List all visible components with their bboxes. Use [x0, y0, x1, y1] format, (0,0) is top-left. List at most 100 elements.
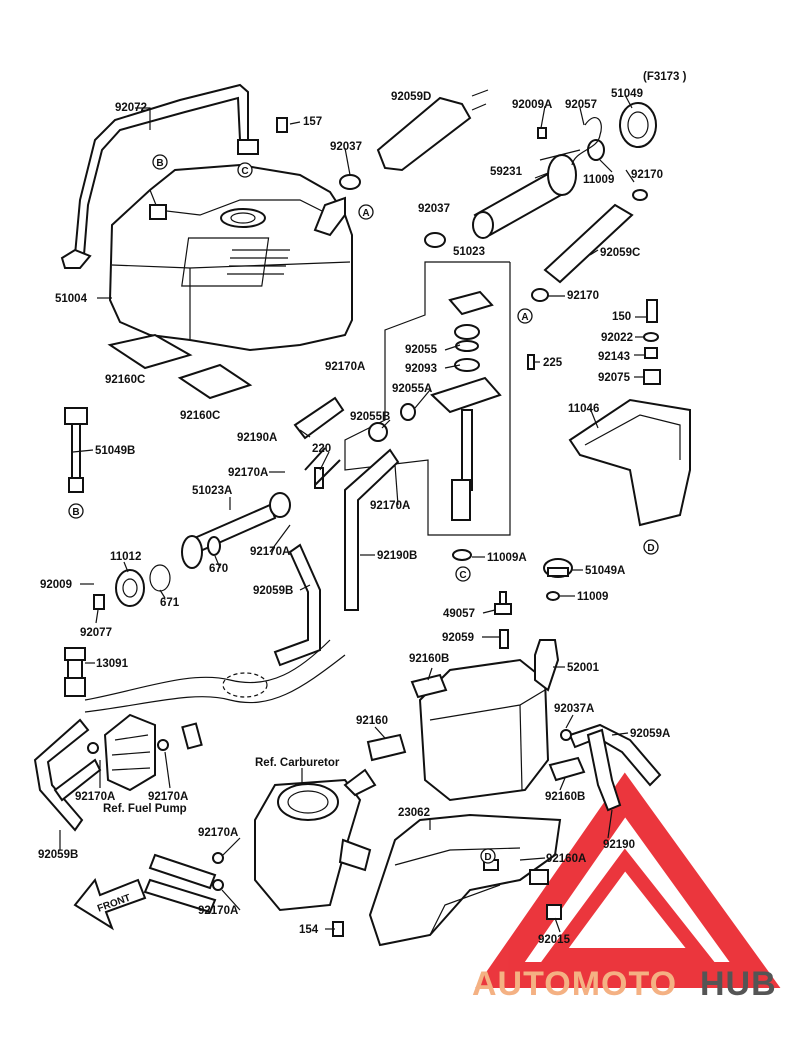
leader-lines	[59, 94, 647, 933]
clamp-92170	[632, 189, 648, 201]
label-92059: 92059	[442, 632, 474, 644]
label-92170a-carb-a: 92170A	[198, 827, 238, 839]
label-92015: 92015	[538, 934, 571, 946]
label-92143: 92143	[598, 351, 630, 363]
svg-text:B: B	[72, 507, 79, 518]
hose-92190a-a	[304, 447, 341, 486]
clamp-92170a-pump-left	[87, 742, 99, 754]
callout-b-top: B	[152, 154, 168, 170]
label-11009a: 11009A	[487, 552, 527, 564]
label-92009a: 92009A	[512, 99, 552, 111]
label-670: 670	[209, 563, 228, 575]
pad-92160b	[410, 673, 448, 699]
label-92055b: 92055B	[350, 411, 390, 423]
carburetor-ref	[254, 768, 377, 912]
fuel-line-dashed-b	[84, 654, 346, 713]
label-92170a-pump-left: 92170A	[75, 791, 115, 803]
label-51049: 51049	[611, 88, 643, 100]
hose-92059b	[273, 543, 321, 667]
cap-51049	[619, 102, 657, 148]
cap-strap-92057	[571, 117, 602, 166]
label-150: 150	[612, 311, 631, 323]
svg-text:C: C	[459, 570, 466, 581]
pad-92160c-left	[107, 333, 193, 370]
clamp-92037-b	[424, 232, 446, 248]
label-51023: 51023	[453, 246, 485, 258]
clamp-92170a-carb-b	[212, 879, 224, 891]
label-92093: 92093	[405, 363, 437, 375]
label-11012: 11012	[110, 551, 141, 563]
valve-49057	[494, 591, 512, 615]
knob-11012	[115, 569, 145, 607]
label-92170a-top: 92170A	[325, 361, 365, 373]
pad-92160c-right	[177, 363, 253, 400]
cap-51049a	[543, 558, 573, 578]
strap-hook	[60, 248, 92, 269]
hose-carb-b	[143, 878, 217, 914]
clamp-92037	[339, 174, 361, 190]
label-92077: 92077	[80, 627, 112, 639]
label-49057: 49057	[443, 608, 475, 620]
label-92037-b: 92037	[418, 203, 450, 215]
label-92160c-right: 92160C	[180, 410, 220, 422]
label-92160: 92160	[356, 715, 388, 727]
label-13091: 13091	[96, 658, 129, 670]
screw-225	[527, 354, 535, 370]
label-92160b-right: 92160B	[545, 791, 585, 803]
label-51049a: 51049A	[585, 565, 625, 577]
label-11009: 11009	[583, 174, 614, 186]
label-51023a: 51023A	[192, 485, 232, 497]
fuel-pump-ref	[103, 713, 156, 792]
tube-92059	[499, 629, 509, 649]
label-ref-carburetor: Ref. Carburetor	[255, 757, 340, 769]
oring-670	[207, 536, 221, 556]
label-157: 157	[303, 116, 322, 128]
label-92037: 92037	[330, 141, 362, 153]
label-11046: 11046	[568, 403, 599, 415]
svg-text:A: A	[362, 208, 369, 219]
label-ref-fuel-pump: Ref. Fuel Pump	[103, 803, 187, 815]
label-92022: 92022	[601, 332, 633, 344]
label-92055a: 92055A	[392, 383, 432, 395]
clamp-92170a-carb-a	[212, 852, 224, 864]
svg-text:D: D	[484, 852, 491, 863]
svg-text:D: D	[647, 543, 654, 554]
label-51004: 51004	[55, 293, 88, 305]
label-52001: 52001	[567, 662, 600, 674]
bracket-23062	[368, 813, 562, 947]
hose-92059c	[543, 203, 634, 284]
label-92059b: 92059B	[253, 585, 293, 597]
watermark-hub: HUB	[700, 965, 777, 1003]
hose-92190b	[344, 448, 400, 611]
label-92059a: 92059A	[630, 728, 670, 740]
diagram-code: (F3173 )	[643, 71, 687, 83]
label-220: 220	[312, 443, 331, 455]
seal-92055a	[400, 403, 416, 421]
pad-92160	[366, 733, 407, 762]
label-92170a-valve: 92170A	[228, 467, 268, 479]
pad-92160b-right	[548, 756, 586, 782]
label-92055: 92055	[405, 344, 438, 356]
bolt-157	[276, 117, 288, 133]
label-92059d: 92059D	[391, 91, 431, 103]
vent-51049b	[64, 407, 88, 493]
label-92170a-hose: 92170A	[370, 500, 410, 512]
clamp-92037a	[560, 729, 572, 741]
label-92059c: 92059C	[600, 247, 640, 259]
gasket-11009	[587, 139, 605, 161]
gasket-11009a	[452, 549, 472, 561]
label-92190b: 92190B	[377, 550, 417, 562]
svg-text:B: B	[156, 158, 163, 169]
connector-13091	[64, 647, 86, 697]
label-92160a: 92160A	[546, 853, 586, 865]
assembly-51023-outline	[344, 261, 511, 536]
label-92057: 92057	[565, 99, 597, 111]
fuel-line-dashed	[84, 639, 331, 701]
oring-671	[149, 564, 171, 592]
fuel-filter-ghost	[222, 672, 268, 698]
filter-inline	[181, 722, 203, 750]
svg-text:C: C	[241, 166, 248, 177]
watermark-automoto: AUTOMOTO	[472, 965, 677, 1003]
hose-92059d	[376, 96, 472, 172]
hose-92190	[586, 728, 622, 812]
